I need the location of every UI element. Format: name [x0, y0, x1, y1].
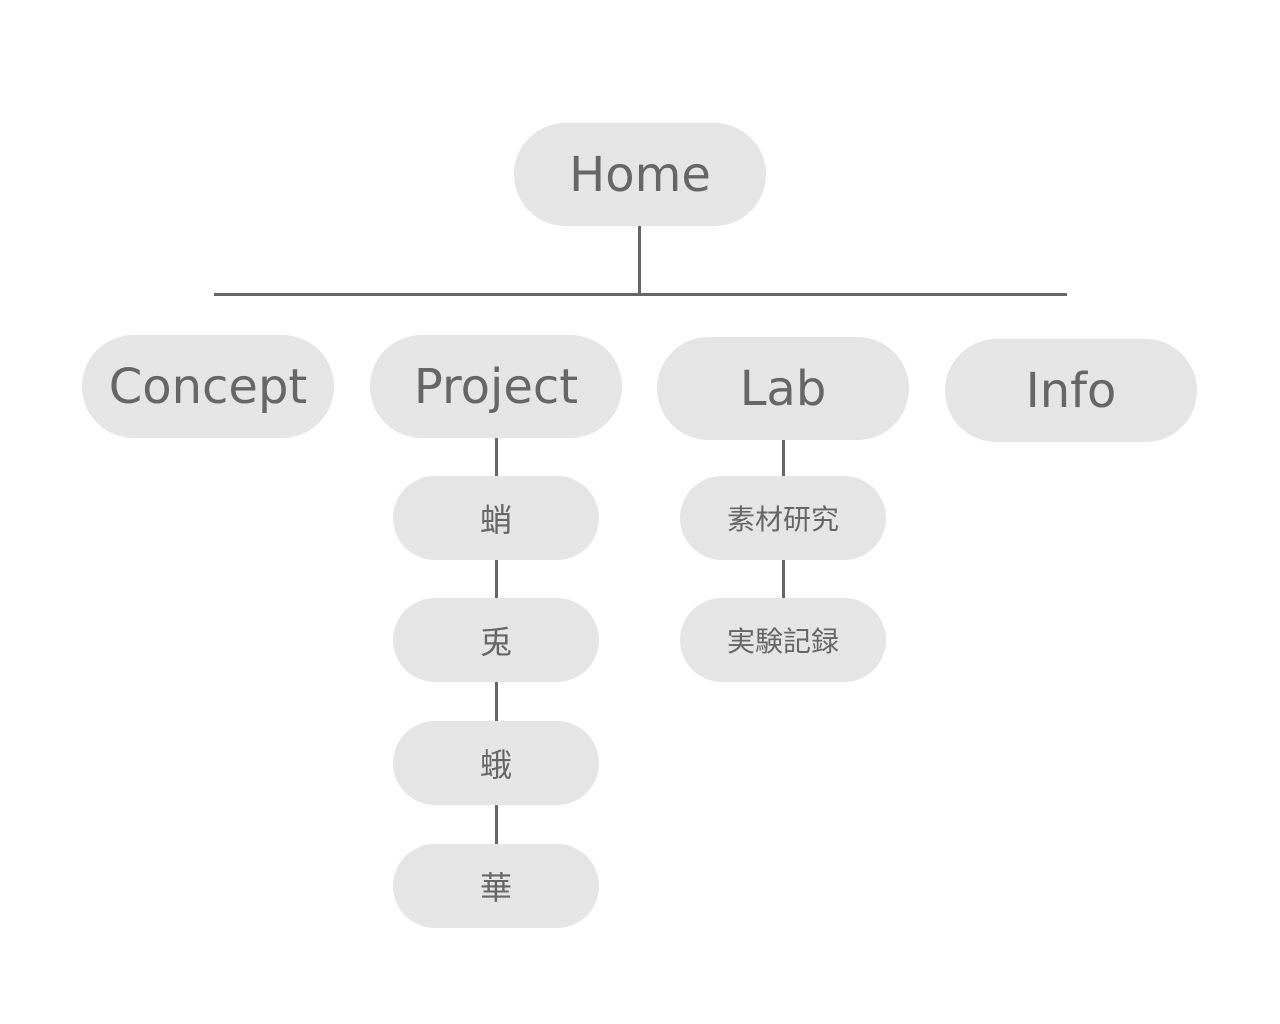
- connector-home-trunk: [638, 225, 641, 296]
- node-info[interactable]: Info: [945, 339, 1197, 442]
- node-project-child-1[interactable]: 蛸: [393, 476, 599, 560]
- node-project-child-4[interactable]: 華: [393, 844, 599, 928]
- connector-horizontal-bar: [214, 293, 1067, 296]
- node-project-child-2[interactable]: 兎: [393, 598, 599, 682]
- node-project-child-3[interactable]: 蛾: [393, 721, 599, 805]
- node-lab-child-1[interactable]: 素材研究: [680, 476, 886, 560]
- node-home[interactable]: Home: [514, 123, 766, 226]
- node-lab[interactable]: Lab: [657, 337, 909, 440]
- node-concept[interactable]: Concept: [82, 335, 334, 438]
- node-project[interactable]: Project: [370, 335, 622, 438]
- node-lab-child-2[interactable]: 実験記録: [680, 598, 886, 682]
